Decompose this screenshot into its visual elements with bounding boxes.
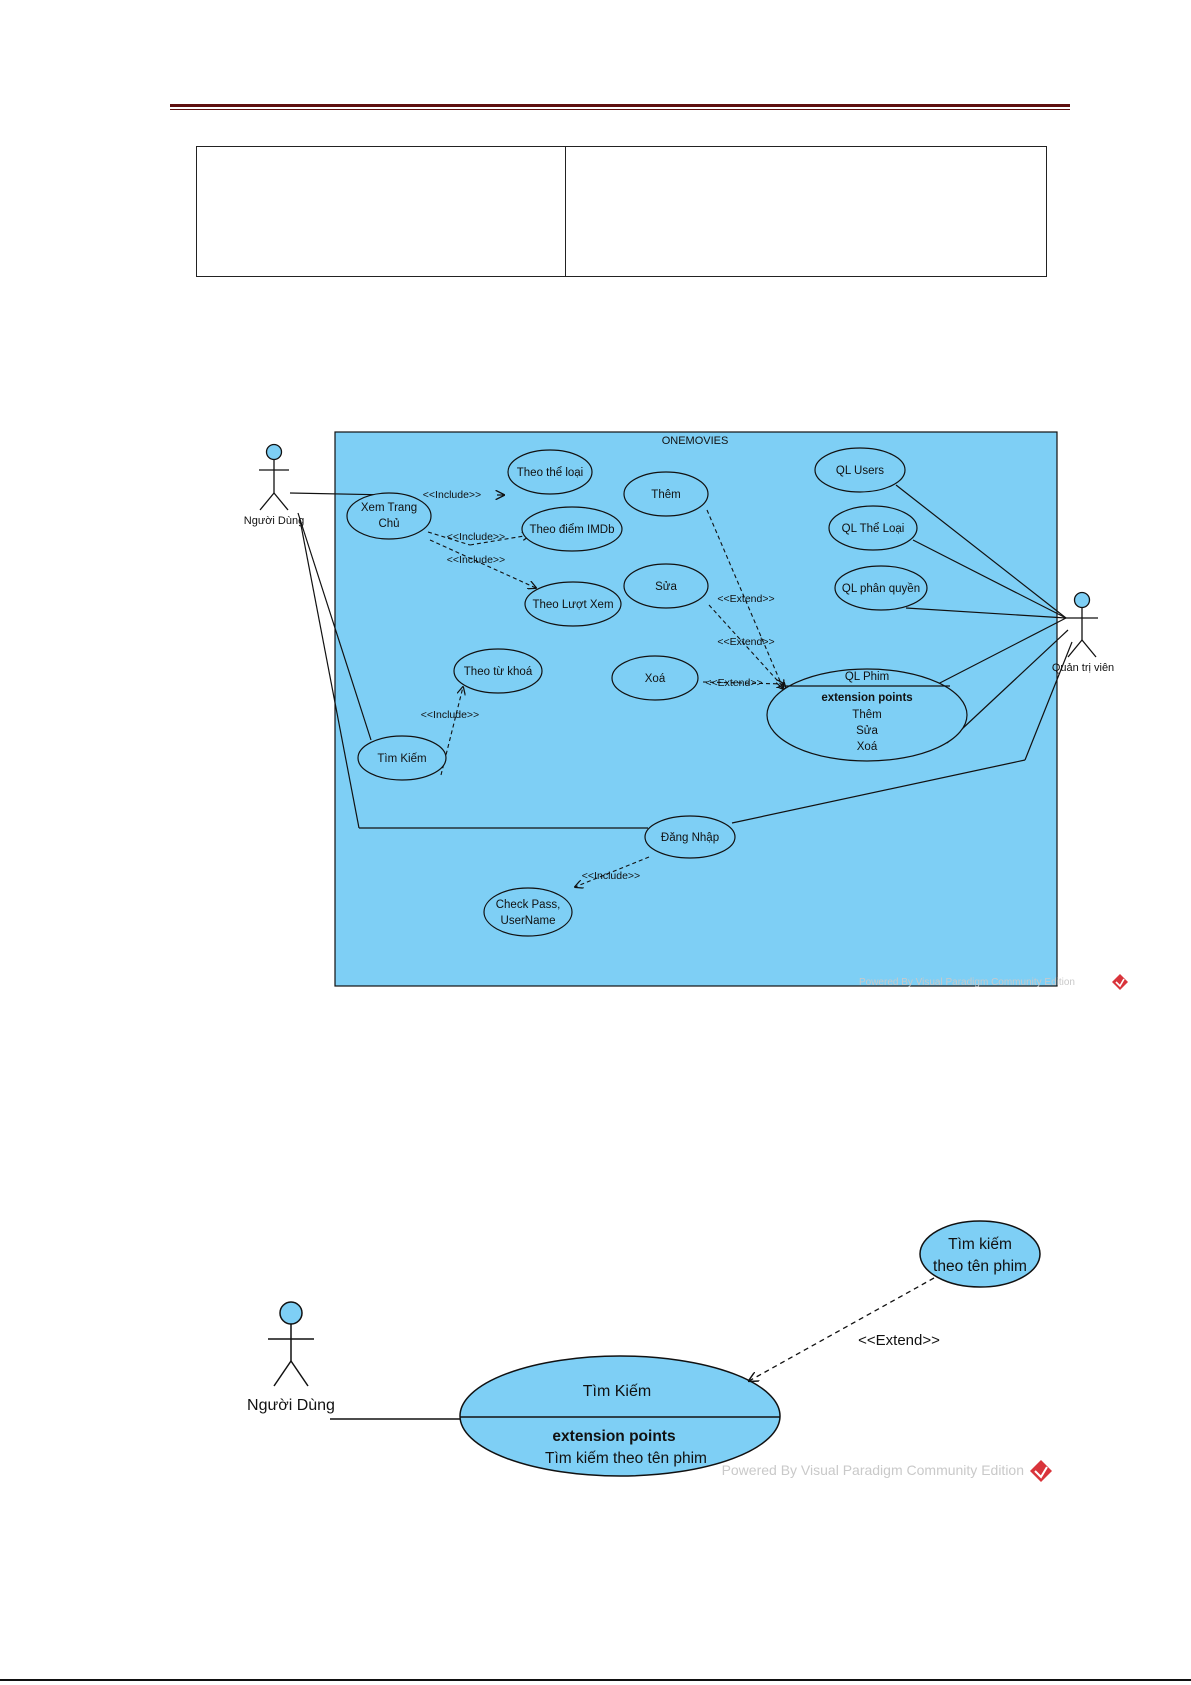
usecase-label: Sửa [655,581,677,593]
usecase-label: Check Pass, [496,899,561,911]
extend-label: <<Extend>> [858,1332,940,1349]
include-label: <<Include>> [447,554,505,566]
usecase-xem-trang-chu [346,492,432,540]
usecase-check-pass [483,887,573,937]
usecase-label: QL Thể Loại [842,523,905,535]
ext-point: Sửa [856,725,878,737]
extend-arrow [749,1277,935,1381]
vp-logo-icon [1030,1460,1052,1482]
empty-table [196,146,1047,277]
usecase-label: QL Phim [845,671,889,683]
ext-point: Tìm kiếm theo tên phim [545,1450,707,1467]
usecase-theo-luot-xem [524,581,622,627]
usecase-label: UserName [501,915,556,927]
dependencies [427,509,786,887]
watermark-text: Powered By Visual Paradigm Community Edi… [859,977,1075,988]
usecase-xoa [611,655,699,701]
extend-label: <<Extend>> [705,677,762,689]
actor-admin-label: Quản trị viên [1052,662,1114,674]
usecase-label: Xem Trang [361,502,417,514]
include-label: <<Include>> [582,870,640,882]
usecase-label: theo tên phim [933,1258,1027,1275]
include-label: <<Include>> [447,531,505,543]
usecase-tim-kiem [459,1355,781,1477]
usecase-label: Theo điểm IMDb [529,524,614,536]
actor-user-label: Người Dùng [247,1397,335,1414]
usecase-tim-kiem-theo-ten-phim [919,1220,1041,1288]
usecase-theo-diem-imdb [521,506,623,552]
usecase-ql-users [814,447,906,493]
include-label: <<Include>> [421,709,479,721]
include-label: <<Include>> [423,489,481,501]
usecase-ql-phan-quyen [834,565,928,611]
usecase-dang-nhap [644,815,736,859]
extend-label: <<Extend>> [717,593,774,605]
usecase-label: Tìm Kiếm [377,753,426,765]
usecase-tim-kiem [357,735,447,781]
ext-points-title: extension points [552,1428,675,1445]
usecase-them [623,471,709,517]
actor-admin-icon [1066,591,1098,658]
usecase-theo-the-loai [507,449,593,495]
ext-point: Thêm [852,709,881,721]
system-title: ONEMOVIES [662,435,729,447]
header-rule [170,104,1070,110]
watermark-text: Powered By Visual Paradigm Community Edi… [722,1462,1024,1478]
usecase-ql-the-loai [828,505,918,551]
usecase-label: Tìm kiếm [948,1236,1012,1253]
usecase-label: Chủ [378,518,399,530]
footer-rule [0,1679,1191,1681]
associations [289,484,1073,829]
usecase-theo-tu-khoa [453,648,543,694]
usecase-label: Thêm [651,489,680,501]
usecase-label: QL phân quyền [842,583,920,595]
usecase-label: Tìm Kiếm [583,1383,651,1400]
usecase-label: Theo Lượt Xem [532,599,613,611]
actor-user-icon [259,443,289,511]
usecase-label: Đăng Nhập [661,832,719,844]
usecase-ql-phim [766,668,968,762]
actor-user-label: Người Dùng [244,515,304,527]
usecase-label: Theo thể loại [517,467,584,479]
extend-label: <<Extend>> [717,636,774,648]
table-cell [197,147,566,276]
use-case-diagram-onemovies: ONEMOVIES Người Dùng Quản trị viên [244,431,1128,990]
usecase-label: QL Users [836,465,884,477]
actor-user-icon [268,1301,314,1387]
usecase-label: Xoá [645,673,666,685]
usecase-label: Theo từ khoá [464,666,533,678]
ext-point: Xoá [857,741,878,753]
ext-points-title: extension points [821,692,912,704]
usecase-sua [623,563,709,609]
vp-logo-icon [1112,974,1128,990]
use-case-diagram-tim-kiem: Người Dùng Tìm Kiếm extension points Tìm… [247,1220,1052,1482]
